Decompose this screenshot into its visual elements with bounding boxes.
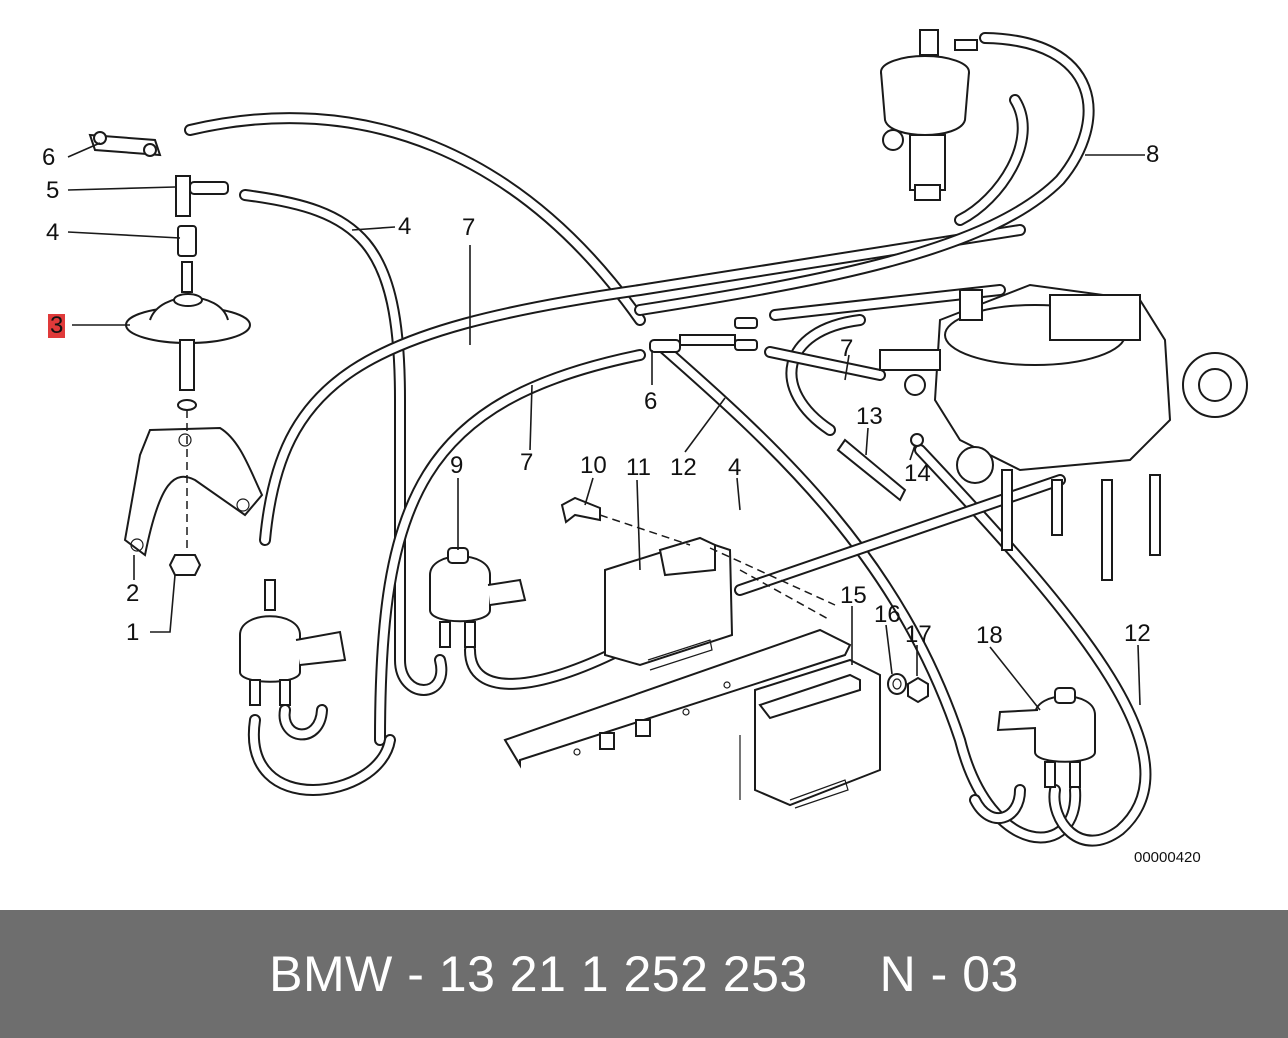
callout-5-elbow-connector: 5 bbox=[46, 177, 60, 204]
diagram-drawing bbox=[67, 29, 1248, 847]
callout-1-nut: 1 bbox=[126, 619, 140, 646]
vacuum-unit-assembly bbox=[88, 131, 264, 576]
callout-8-egr-valve: 8 bbox=[1146, 141, 1160, 168]
part-number-text: BMW - 13 21 1 252 253 N - 03 bbox=[269, 946, 1019, 1002]
callout-16-washer: 16 bbox=[874, 601, 901, 628]
callout-2-bracket: 2 bbox=[126, 580, 140, 607]
callout-17-nut: 17 bbox=[905, 621, 932, 648]
leader-lines bbox=[67, 142, 1145, 711]
t-connector-6 bbox=[88, 133, 162, 157]
callout-6-t-connector: 6 bbox=[42, 144, 56, 171]
callout-7-upper: 7 bbox=[462, 214, 476, 241]
callout-9-pressure-converter: 9 bbox=[450, 452, 464, 479]
callout-13-bolt: 13 bbox=[856, 403, 883, 430]
part-number-footer: BMW - 13 21 1 252 253 N - 03 bbox=[0, 910, 1288, 1038]
pressure-converter-18 bbox=[996, 687, 1096, 788]
pressure-converter-9 bbox=[429, 547, 527, 648]
control-unit-15 bbox=[754, 658, 881, 809]
bracket-2 bbox=[123, 426, 264, 557]
elbow-connector-5 bbox=[175, 175, 191, 217]
bolt-13 bbox=[836, 433, 924, 502]
t-connector-right bbox=[649, 317, 758, 353]
callout-18-pressure-converter: 18 bbox=[976, 622, 1003, 649]
callout-7-right: 7 bbox=[840, 335, 854, 362]
callout-14: 14 bbox=[904, 460, 931, 487]
nut-1 bbox=[168, 554, 202, 576]
hose-piece-4 bbox=[177, 225, 197, 257]
callout-11-control-unit: 11 bbox=[626, 454, 651, 481]
callout-12-hose: 12 bbox=[670, 454, 697, 481]
exploded-parts-diagram: 6 5 4 3 2 1 4 7 7 7 6 8 9 10 11 12 4 13 … bbox=[42, 29, 1248, 866]
callout-4-hose-piece: 4 bbox=[46, 219, 60, 246]
washers bbox=[887, 673, 929, 704]
callout-10-bolt: 10 bbox=[580, 452, 607, 479]
callout-6-connector-right: 6 bbox=[644, 388, 658, 415]
throttle-body bbox=[879, 283, 1248, 581]
bolt-10 bbox=[560, 496, 691, 546]
hose-top-long bbox=[184, 112, 646, 326]
callout-12-hose-right: 12 bbox=[1124, 620, 1151, 647]
egr-valve bbox=[880, 29, 978, 201]
pressure-converter-left bbox=[239, 579, 347, 706]
callout-15-control-unit: 15 bbox=[840, 582, 867, 609]
drawing-number: 00000420 bbox=[1134, 849, 1201, 866]
callout-3-vacuum-diaphragm: 3 bbox=[48, 312, 66, 339]
callout-7-lower: 7 bbox=[520, 449, 534, 476]
mounting-plate bbox=[503, 628, 852, 800]
callout-4-rod: 4 bbox=[728, 454, 742, 481]
callout-4-hose-left: 4 bbox=[398, 213, 412, 240]
control-unit-11 bbox=[604, 536, 734, 671]
